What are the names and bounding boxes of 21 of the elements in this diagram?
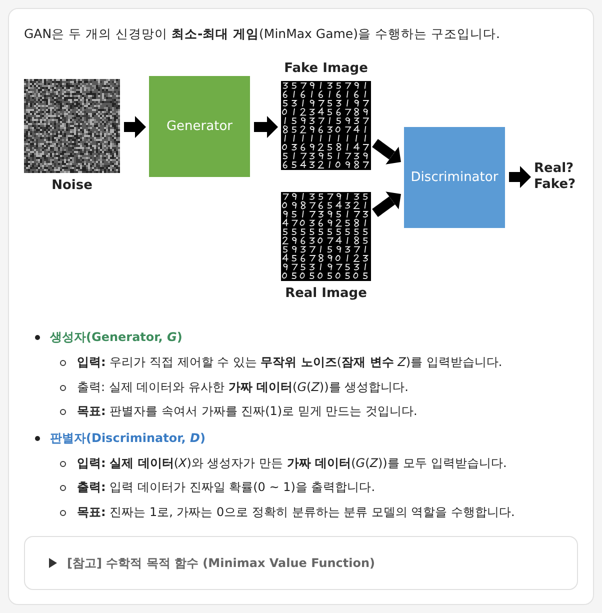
- process-box: Discriminator: [404, 127, 505, 228]
- arrow: [124, 116, 146, 138]
- list-item-text: 출력: 실제 데이터와 유사한 가짜 데이터(G(Z))를 생성합니다.: [77, 379, 408, 395]
- image-caption: Noise: [50, 178, 94, 193]
- list-item-text: 출력: 입력 데이터가 진짜일 확률(0 ~ 1)을 출력합니다.: [77, 479, 376, 495]
- arrow: [372, 138, 401, 164]
- arrow: [372, 192, 401, 218]
- list-item-text: 목표: 진짜는 1로, 가짜는 0으로 정확히 분류하는 분류 모델의 역할을 수행합니다.: [77, 504, 515, 520]
- arrow: [254, 116, 278, 138]
- list-item-text: 판별자(Discriminator, D): [50, 430, 206, 446]
- list-item-text: 입력: 우리가 직접 제어할 수 있는 무작위 노이즈(잠재 변수 Z)를 입력받습니다.: [77, 354, 502, 370]
- image-caption: Fake Image: [283, 61, 369, 76]
- output-label: Real? Fake?: [534, 161, 578, 195]
- process-box: Generator: [149, 76, 250, 177]
- image-caption: Real Image: [284, 286, 368, 301]
- intro-sentence: GAN은 두 개의 신경망이 최소-최대 게임(MinMax Game)을 수행하는 구조입니다.: [24, 26, 500, 42]
- list-item-text: 입력: 실제 데이터(X)와 생성자가 만든 가짜 데이터(G(Z))를 모두 입력받습니다.: [77, 455, 507, 471]
- section-toggle-label: [참고] 수학적 목적 함수 (Minimax Value Function): [67, 555, 376, 571]
- arrow: [509, 166, 531, 188]
- list-item-text: 목표: 판별자를 속여서 가짜를 진짜(1)로 믿게 만드는 것입니다.: [77, 403, 418, 419]
- list-item-text: 생성자(Generator, G): [50, 329, 182, 345]
